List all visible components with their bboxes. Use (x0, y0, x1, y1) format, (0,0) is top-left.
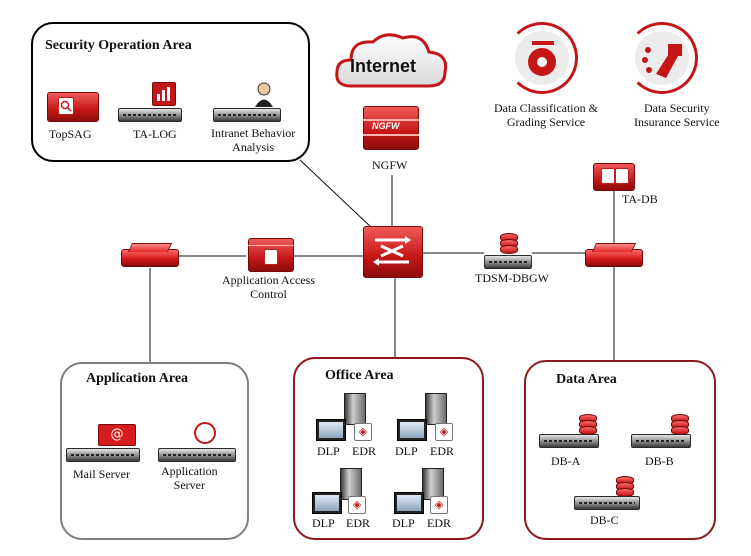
data-security-insurance-icon[interactable] (626, 22, 698, 94)
tdsm-dbgw-label: TDSM-DBGW (475, 271, 549, 285)
application-server-device[interactable] (158, 422, 236, 464)
application-access-control-device[interactable] (248, 238, 294, 272)
tadb-label: TA-DB (622, 192, 658, 206)
link-security-core (299, 159, 373, 229)
ie-icon (194, 422, 216, 444)
data-security-insurance-label: Data Security Insurance Service (634, 101, 720, 129)
shield-icon: ◈ (435, 423, 453, 441)
db-a-label: DB-A (551, 454, 581, 468)
internet-label: Internet (350, 56, 417, 76)
left-switch[interactable] (121, 249, 179, 267)
database-icon (616, 476, 634, 498)
database-icon (579, 414, 597, 436)
intranet-behavior-label: Intranet Behavior Analysis (211, 126, 296, 154)
edr-label-2: EDR (430, 444, 454, 458)
lock-icon (642, 44, 682, 78)
db-c-device[interactable] (574, 476, 644, 514)
db-c-label: DB-C (590, 513, 619, 527)
lock-icon (264, 249, 278, 265)
office-pc-4[interactable]: ◈ (394, 468, 454, 516)
chart-icon (152, 82, 176, 106)
application-access-control-label: Application Access Control (222, 273, 315, 301)
office-pc-2[interactable]: ◈ (397, 393, 457, 441)
pie-chart-icon (528, 41, 556, 76)
database-icon (671, 414, 689, 436)
office-area-title: Office Area (325, 368, 394, 383)
db-b-device[interactable] (631, 414, 695, 452)
dlp-label-2: DLP (395, 444, 418, 458)
mail-server-device[interactable]: @ (66, 424, 142, 464)
tdsm-dbgw-device[interactable] (484, 233, 532, 273)
right-switch[interactable] (585, 249, 643, 267)
firewall-icon[interactable]: NGFW (363, 106, 419, 150)
shield-icon: ◈ (348, 496, 366, 514)
dlp-label-4: DLP (392, 516, 415, 530)
shield-icon: ◈ (354, 423, 372, 441)
edr-label-3: EDR (346, 516, 370, 530)
magnifier-icon (615, 168, 629, 184)
data-area: Data Area (524, 360, 716, 540)
dlp-label-3: DLP (312, 516, 335, 530)
ngfw-label: NGFW (372, 158, 408, 172)
talog-device[interactable] (118, 82, 182, 122)
tadb-device[interactable] (593, 163, 635, 191)
mail-server-label: Mail Server (73, 467, 130, 481)
topsag-label: TopSAG (49, 127, 92, 141)
intranet-behavior-device[interactable] (213, 82, 281, 122)
db-a-device[interactable] (539, 414, 603, 452)
data-area-title: Data Area (556, 372, 617, 387)
magnifier-icon (58, 97, 74, 115)
data-classification-label: Data Classification & Grading Service (494, 101, 598, 129)
security-area-title: Security Operation Area (45, 38, 192, 53)
data-classification-service-icon[interactable] (506, 22, 578, 94)
office-pc-3[interactable]: ◈ (312, 468, 372, 516)
application-server-label: Application Server (161, 464, 218, 492)
user-icon (255, 82, 273, 107)
talog-label: TA-LOG (133, 127, 177, 141)
edr-label-1: EDR (352, 444, 376, 458)
application-area-title: Application Area (86, 371, 189, 386)
office-pc-1[interactable]: ◈ (316, 393, 376, 441)
db-b-label: DB-B (645, 454, 674, 468)
pc-icon (425, 393, 447, 425)
pc-icon (344, 393, 366, 425)
magnifier-icon (601, 168, 615, 184)
dlp-label-1: DLP (317, 444, 340, 458)
shield-icon: ◈ (430, 496, 448, 514)
edr-label-4: EDR (427, 516, 451, 530)
topsag-device[interactable] (47, 92, 99, 122)
mail-icon: @ (98, 424, 136, 446)
cloud-icon[interactable] (333, 30, 451, 92)
ngfw-badge: NGFW (372, 121, 400, 131)
core-switch-icon[interactable] (363, 226, 423, 278)
